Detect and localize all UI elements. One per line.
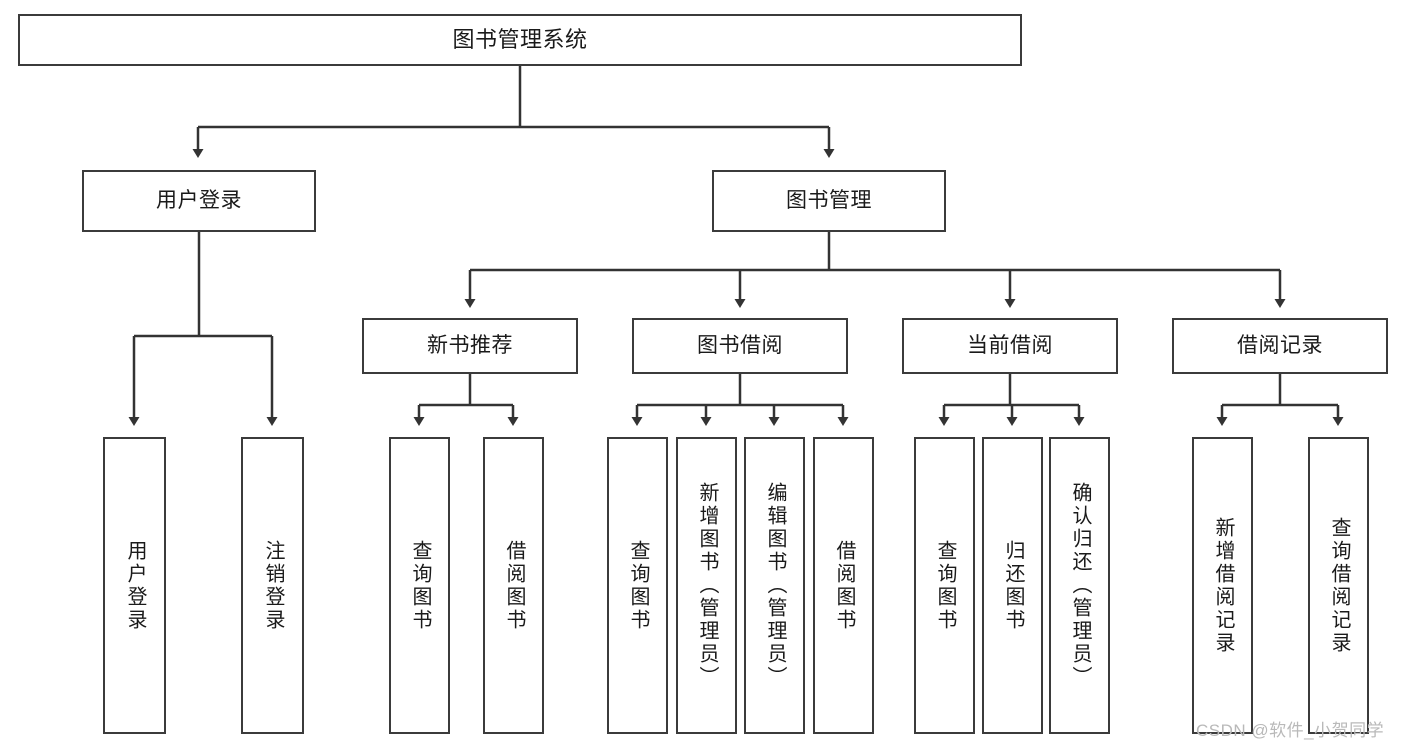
node-borrow-record-label: 借阅记录	[1237, 333, 1323, 357]
node-record-add-label: 新增借阅记录	[1212, 516, 1234, 655]
node-recommend-query-book-label: 查询图书	[409, 539, 431, 632]
node-book-borrow-label: 图书借阅	[697, 333, 783, 357]
node-book-borrow[interactable]: 图书借阅	[632, 318, 848, 374]
node-user-login[interactable]: 用户登录	[82, 170, 316, 232]
node-user-login-label: 用户登录	[156, 188, 242, 212]
node-current-borrow-label: 当前借阅	[967, 333, 1053, 357]
node-current-borrow[interactable]: 当前借阅	[902, 318, 1118, 374]
node-record-add[interactable]: 新增借阅记录	[1192, 437, 1253, 734]
node-borrow-add-book-label: 新增图书（管理员）	[696, 482, 718, 689]
node-user-logout-leaf[interactable]: 注销登录	[241, 437, 304, 734]
node-borrow-record[interactable]: 借阅记录	[1172, 318, 1388, 374]
node-current-query-book-label: 查询图书	[934, 539, 956, 632]
node-current-confirm-return-label: 确认归还（管理员）	[1069, 482, 1091, 689]
node-user-login-leaf-label: 用户登录	[124, 539, 146, 632]
node-current-query-book[interactable]: 查询图书	[914, 437, 975, 734]
node-book-management-label: 图书管理	[786, 188, 872, 212]
node-recommend-borrow-book-label: 借阅图书	[503, 539, 525, 632]
node-borrow-borrow-book-label: 借阅图书	[833, 539, 855, 632]
node-borrow-query-book-label: 查询图书	[627, 539, 649, 632]
node-root-label: 图书管理系统	[452, 27, 588, 53]
node-user-logout-leaf-label: 注销登录	[262, 539, 284, 632]
node-current-return-book-label: 归还图书	[1002, 539, 1024, 632]
node-recommend-borrow-book[interactable]: 借阅图书	[483, 437, 544, 734]
node-borrow-query-book[interactable]: 查询图书	[607, 437, 668, 734]
node-current-return-book[interactable]: 归还图书	[982, 437, 1043, 734]
node-borrow-edit-book[interactable]: 编辑图书（管理员）	[744, 437, 805, 734]
node-new-book-recommend[interactable]: 新书推荐	[362, 318, 578, 374]
node-recommend-query-book[interactable]: 查询图书	[389, 437, 450, 734]
watermark: CSDN @软件_小贺同学	[1196, 721, 1385, 740]
node-record-query-label: 查询借阅记录	[1328, 516, 1350, 655]
node-new-book-recommend-label: 新书推荐	[427, 333, 513, 357]
node-borrow-add-book[interactable]: 新增图书（管理员）	[676, 437, 737, 734]
node-book-management[interactable]: 图书管理	[712, 170, 946, 232]
node-user-login-leaf[interactable]: 用户登录	[103, 437, 166, 734]
node-borrow-borrow-book[interactable]: 借阅图书	[813, 437, 874, 734]
node-current-confirm-return[interactable]: 确认归还（管理员）	[1049, 437, 1110, 734]
node-root[interactable]: 图书管理系统	[18, 14, 1022, 66]
node-borrow-edit-book-label: 编辑图书（管理员）	[764, 482, 786, 689]
node-record-query[interactable]: 查询借阅记录	[1308, 437, 1369, 734]
